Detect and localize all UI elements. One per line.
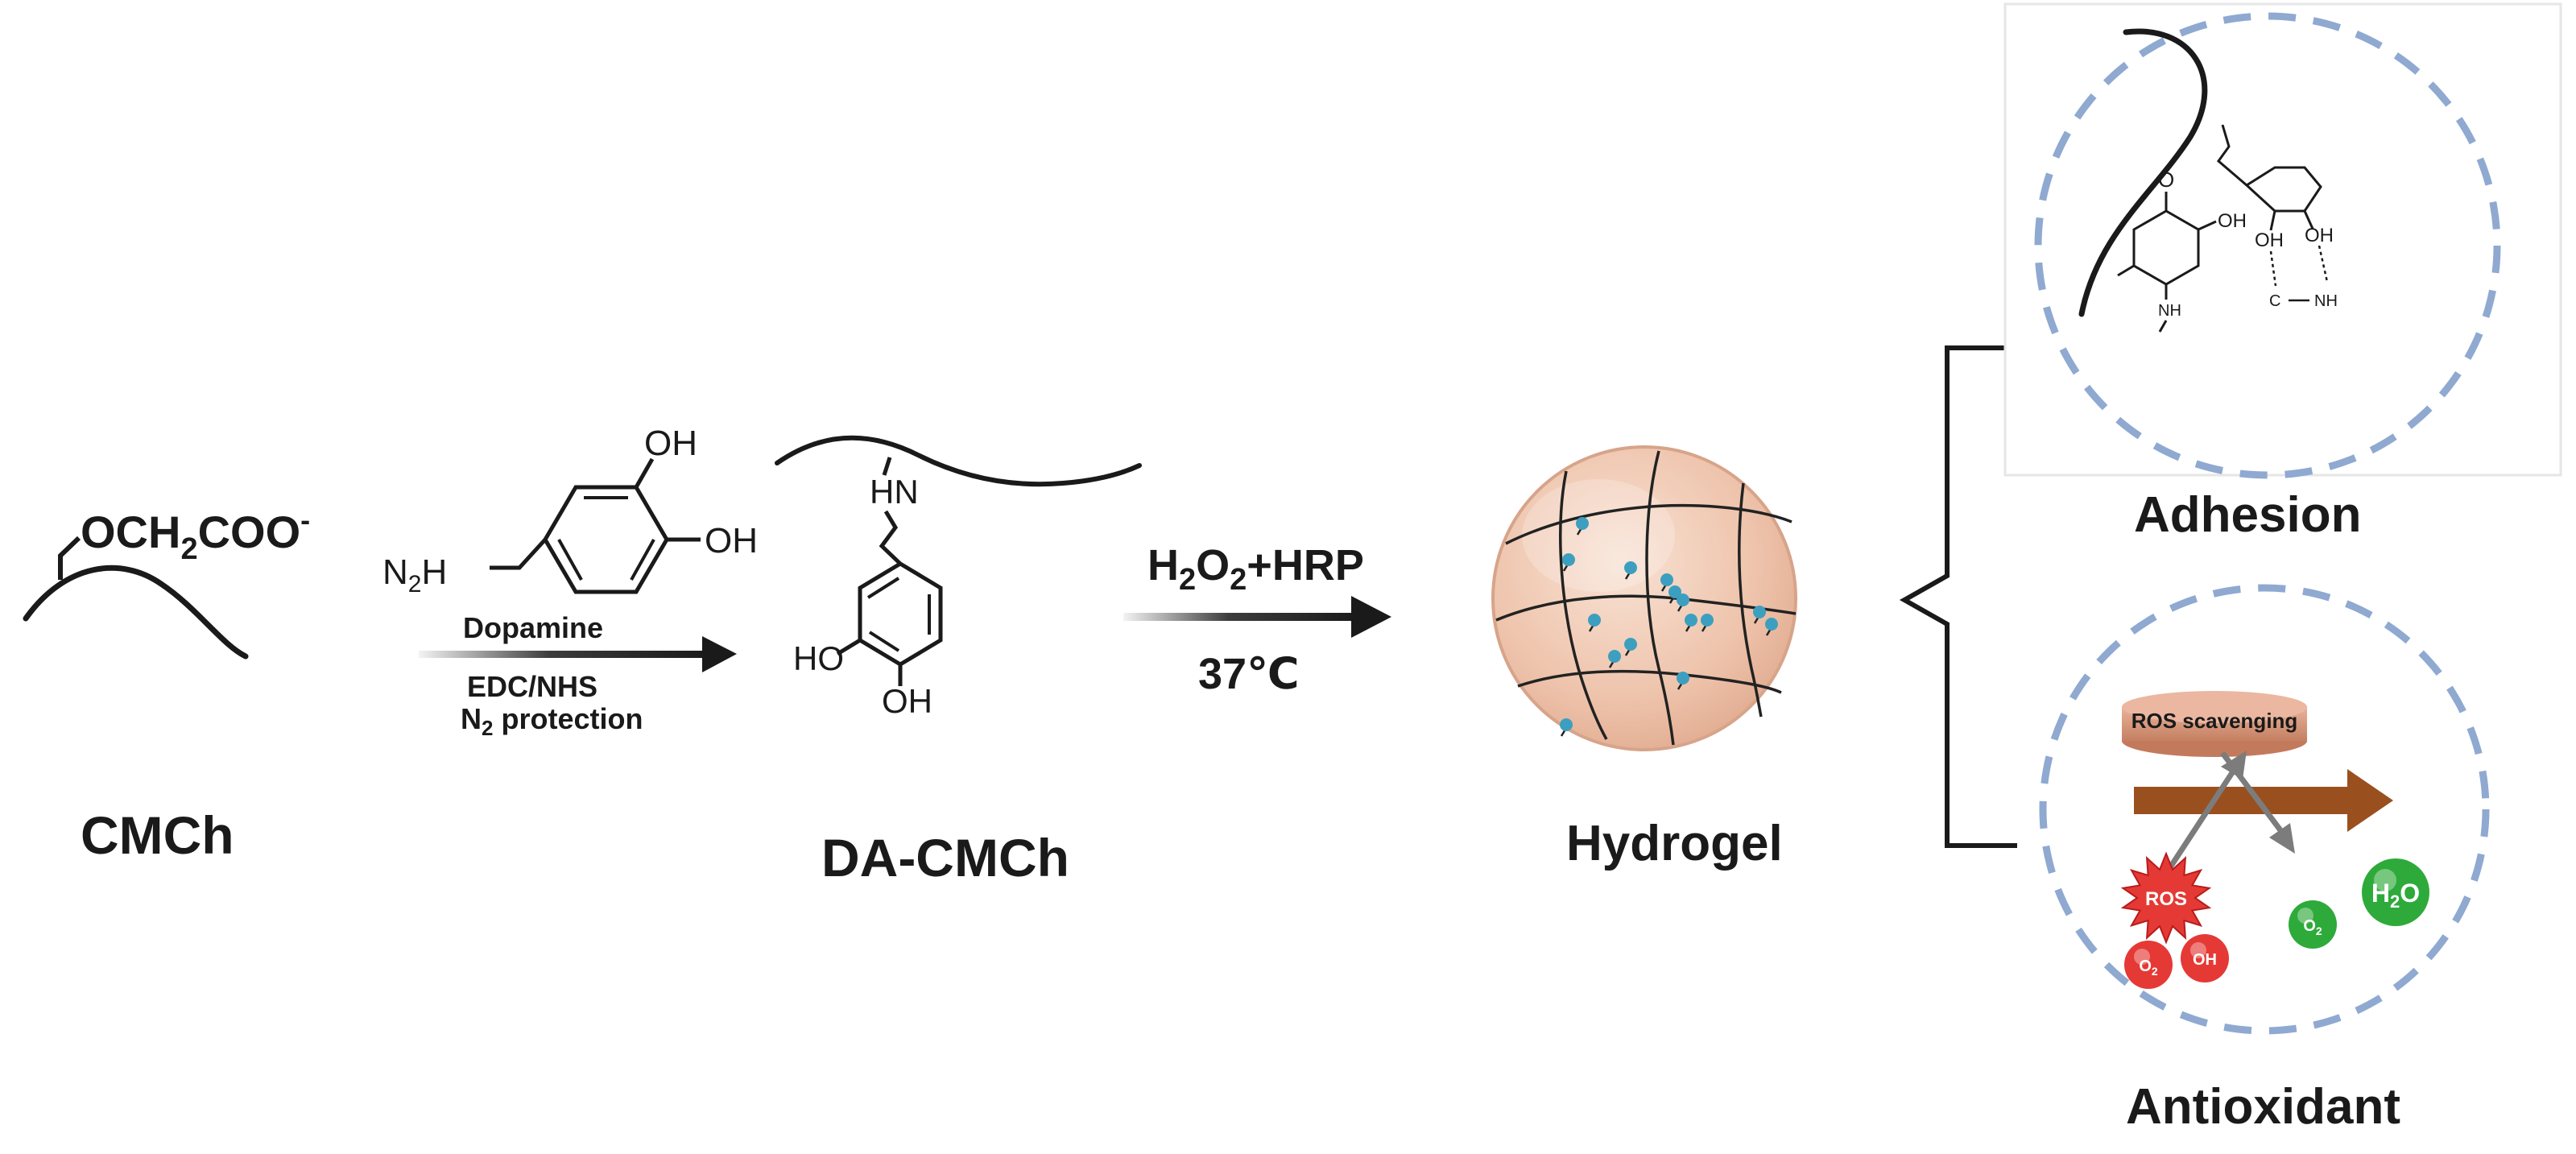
- antioxidant-panel: ROS scavenging ROS O2: [2039, 584, 2490, 1135]
- svg-text:O2: O2: [2139, 958, 2158, 978]
- adhesion-nh-left: NH: [2158, 302, 2181, 320]
- cmch-substituent: OCH2COO-: [81, 503, 310, 566]
- disk-label: ROS scavenging: [2132, 709, 2298, 733]
- adhesion-nh-right: NH: [2314, 292, 2338, 310]
- ros-starburst: ROS: [2120, 851, 2212, 945]
- brown-arrow: [2134, 769, 2393, 832]
- step2-reagents: H2O2+HRP: [1147, 541, 1364, 597]
- adhesion-oh-b: OH: [2305, 225, 2334, 246]
- step1-condition-2: N2 protection: [461, 702, 643, 740]
- da-cmch-label: DA-CMCh: [821, 828, 1069, 887]
- ros-label: ROS: [2145, 888, 2187, 910]
- antioxidant-label: Antioxidant: [2126, 1079, 2400, 1135]
- step1-condition-1: EDC/NHS: [467, 670, 597, 703]
- hydrogel-sphere: Hydrogel: [1491, 445, 1797, 871]
- ros-scavenging-disk: ROS scavenging: [2122, 691, 2307, 757]
- step2-temperature: 37℃: [1198, 650, 1299, 698]
- da-cmch-oh: OH: [882, 682, 932, 720]
- adhesion-panel: O OH NH OH OH C NH Adhesion: [2003, 2, 2562, 543]
- superoxide-bubble: O2: [2124, 941, 2173, 989]
- da-cmch-chain: [775, 435, 1142, 487]
- bracket: [1899, 345, 2017, 848]
- hydroxyl-bubble: OH: [2181, 934, 2229, 982]
- step1-arrow: [419, 636, 737, 672]
- svg-text:OH: OH: [2193, 951, 2217, 969]
- adhesion-ring-oh: OH: [2218, 210, 2247, 232]
- cmch-chain: [23, 565, 249, 660]
- dopamine-oh-top: OH: [644, 424, 697, 463]
- o2-bubble: O2: [2289, 900, 2337, 949]
- adhesion-polymer-chain: [2078, 28, 2208, 317]
- svg-text:H2O: H2O: [2371, 879, 2420, 912]
- h2o-bubble: H2O: [2362, 858, 2429, 926]
- adhesion-label: Adhesion: [2134, 487, 2361, 543]
- dopamine-oh-right: OH: [705, 521, 758, 560]
- adhesion-c: C: [2269, 292, 2280, 310]
- dopamine-nh2: N2H: [382, 552, 447, 598]
- dopamine-ring: [543, 485, 669, 594]
- adhesion-o: O: [2158, 168, 2174, 192]
- adhesion-oh-a: OH: [2255, 230, 2284, 251]
- cmch-label: CMCh: [81, 805, 234, 865]
- cmch-branch-bond: [58, 536, 81, 580]
- step2-arrow: [1123, 596, 1391, 638]
- cmch-structure: OCH2COO- CMCh: [23, 503, 310, 865]
- svg-text:O2: O2: [2303, 917, 2322, 937]
- da-cmch-hn: HN: [870, 473, 919, 511]
- da-cmch-structure: HN HO OH DA-CMCh: [775, 435, 1142, 887]
- dopamine-structure: OH OH N2H: [382, 424, 758, 598]
- da-cmch-ho: HO: [793, 639, 844, 677]
- hydrogel-label: Hydrogel: [1566, 816, 1783, 871]
- step1-reagent: Dopamine: [463, 611, 603, 644]
- catechol-crosslinks: [1560, 517, 1778, 737]
